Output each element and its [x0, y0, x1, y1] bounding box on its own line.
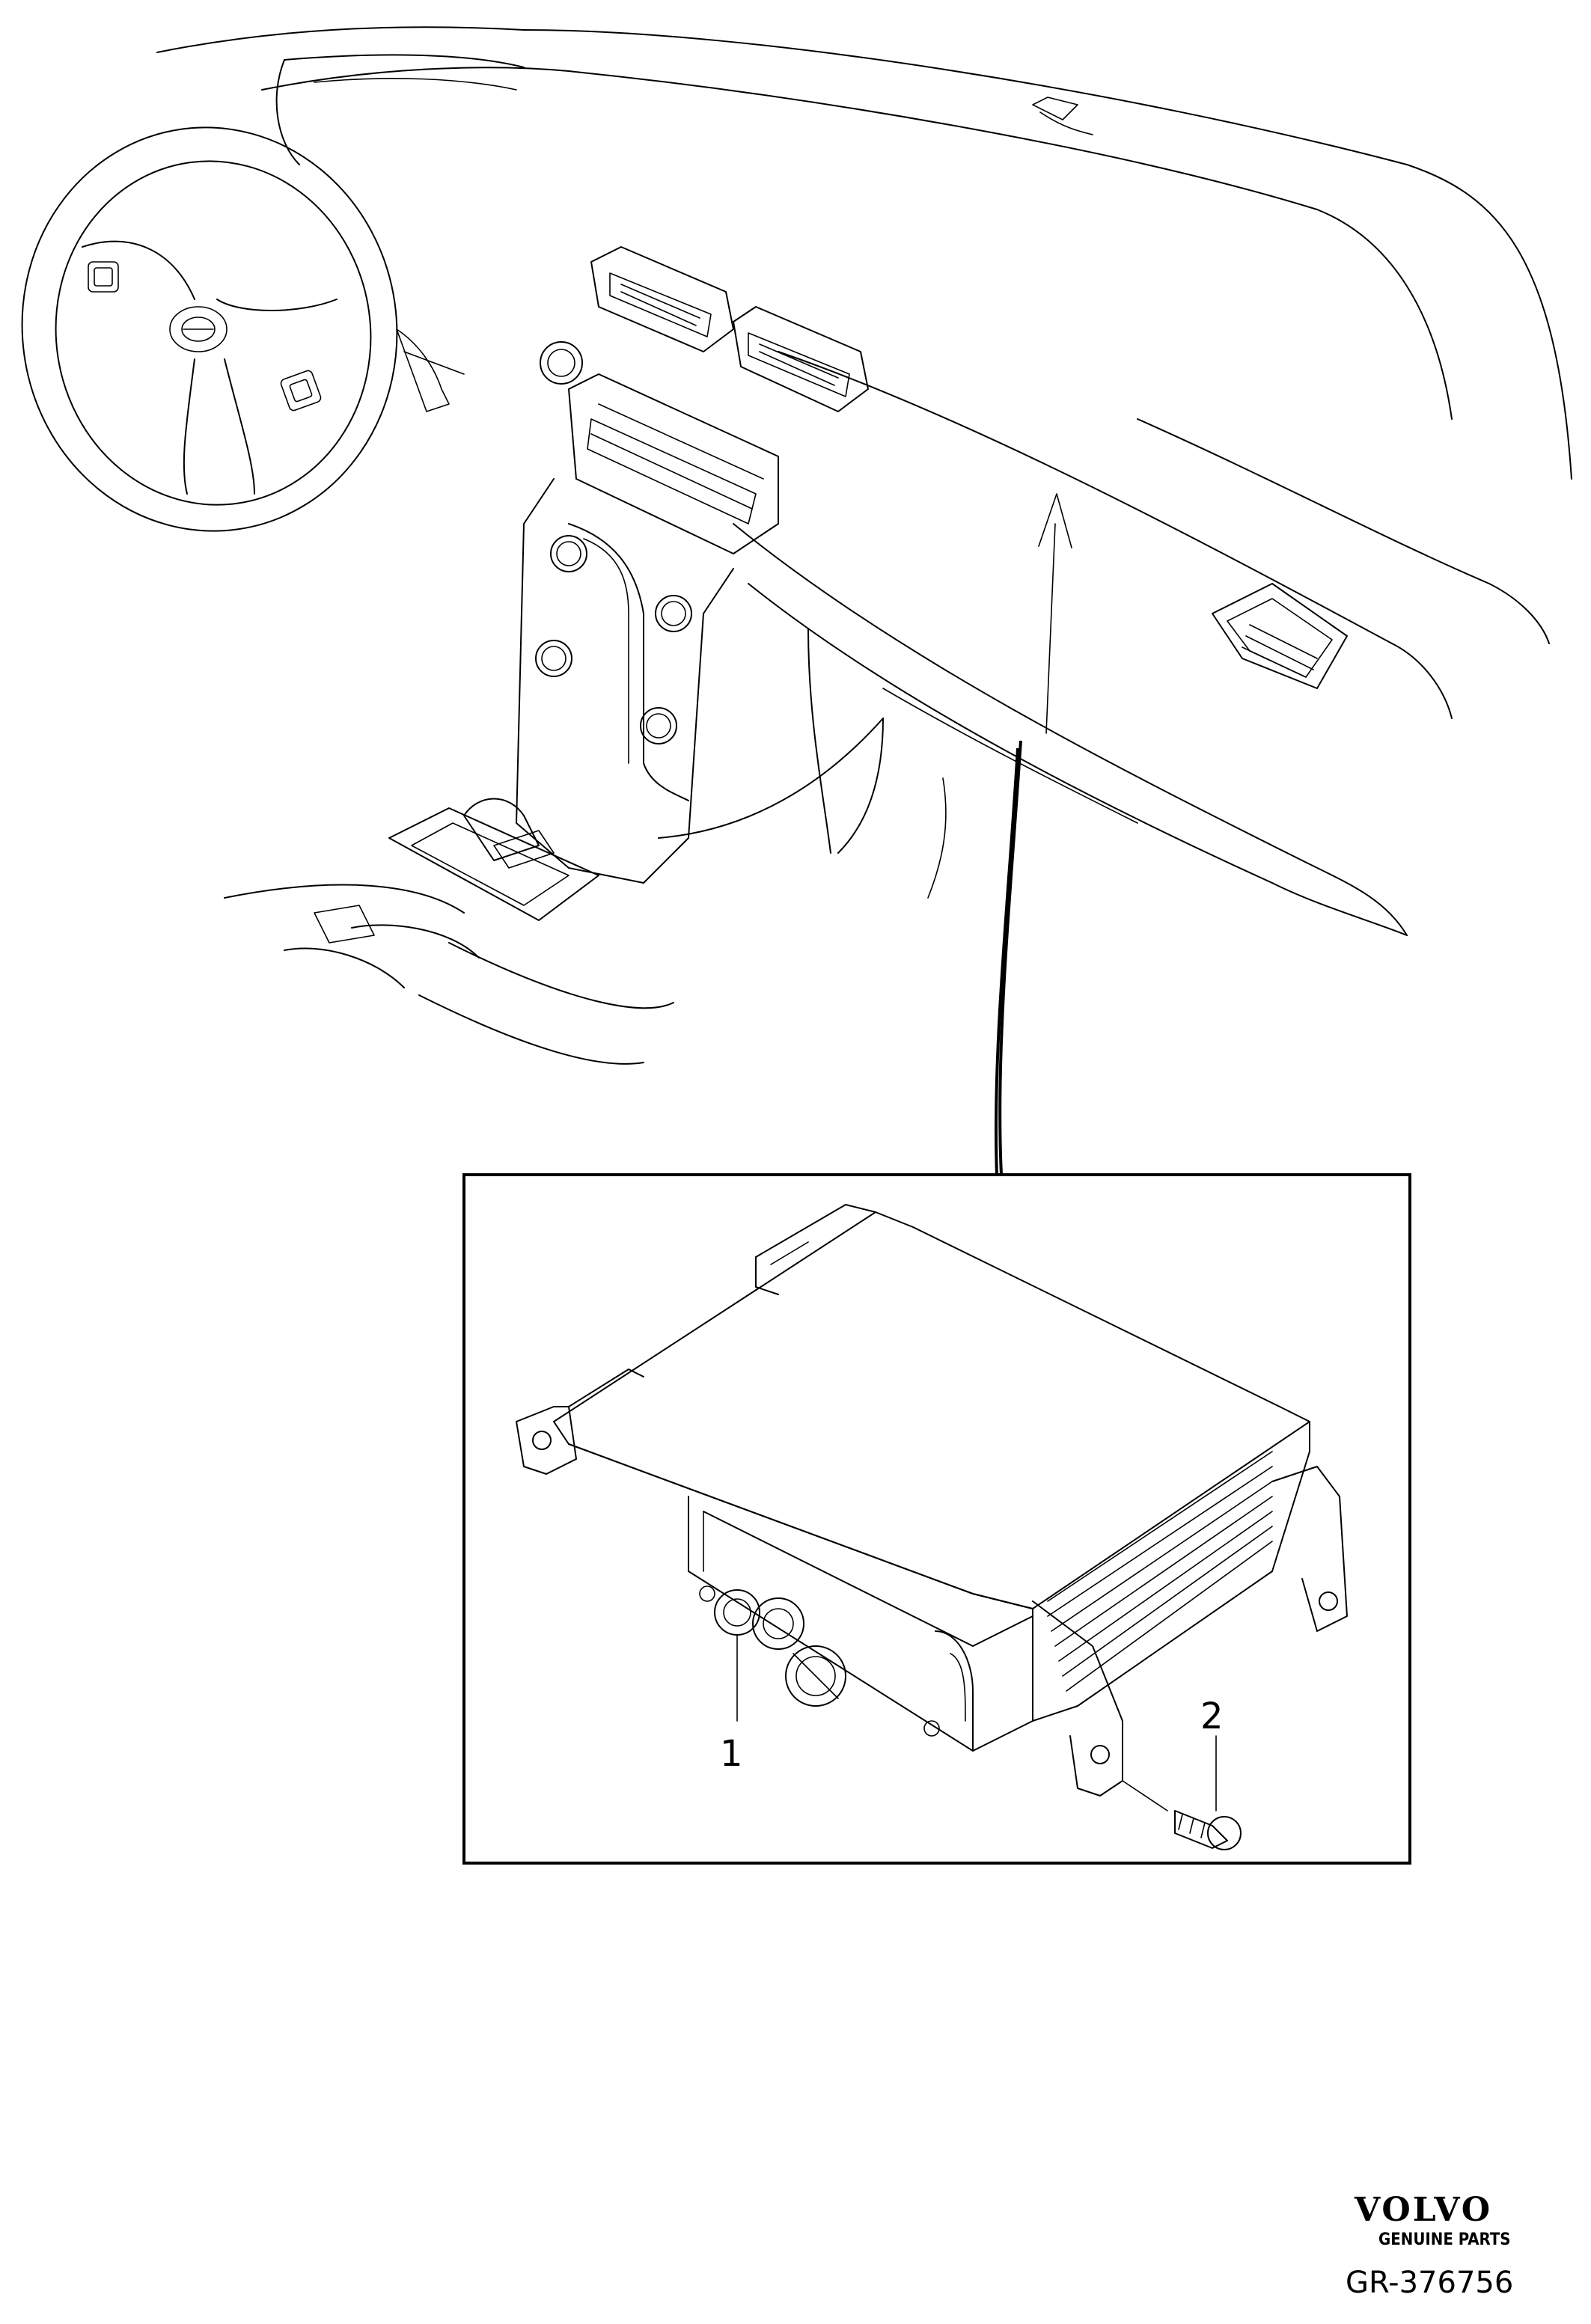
- brand-logo: VOLVO: [1354, 2191, 1492, 2229]
- leader-line: [998, 740, 1022, 1175]
- brand-tagline: GENUINE PARTS: [1378, 2230, 1511, 2249]
- dashboard-illustration: [21, 26, 1572, 1065]
- callout-part-1: 1: [720, 1733, 743, 1775]
- reference-code: GR-376756: [1346, 2266, 1513, 2300]
- detail-inset-frame: [462, 1173, 1411, 1865]
- callout-part-2: 2: [1200, 1695, 1224, 1737]
- control-module-illustration: [516, 1204, 1348, 1850]
